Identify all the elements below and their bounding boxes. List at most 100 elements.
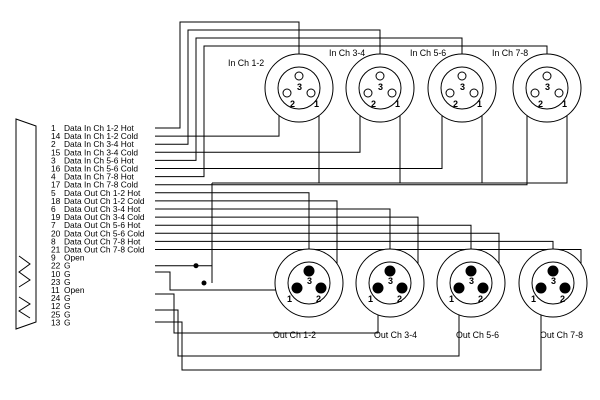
db25-pin-label: G [64,261,71,271]
db25-pin-label: Data Out Ch 5-6 Cold [64,228,145,238]
xlr-pin-number: 1 [531,294,536,304]
output-connector-label: Out Ch 3-4 [374,330,417,340]
db25-pin-number: 21 [51,245,61,255]
db25-pin-label: Data Out Ch 1-2 Hot [64,188,141,198]
output-connector-label: Out Ch 5-6 [456,330,499,340]
input-connector-label: In Ch 3-4 [329,48,365,58]
input-xlr-inner-ring [440,66,484,110]
output-xlr-pin1 [372,282,384,294]
input-xlr-pin3 [542,71,552,81]
output-xlr-pin2 [559,282,571,294]
input-xlr-pin1 [387,88,397,98]
db25-pin-number: 3 [51,155,56,165]
input-xlr-pin2 [363,88,373,98]
db25-pin-number: 19 [51,212,61,222]
output-connector-label: Out Ch 1-2 [273,330,316,340]
input-xlr-pin3 [375,71,385,81]
xlr-pin-number: 3 [469,276,474,286]
output-xlr-pin3 [547,265,559,277]
db25-pin-number: 16 [51,164,61,174]
xlr-pin-number: 1 [287,294,292,304]
xlr-pin-number: 3 [378,82,383,92]
xlr-pin-number: 2 [560,294,565,304]
db25-pin-number: 5 [51,188,56,198]
db25-pin-label: Data In Ch 5-6 Hot [64,155,134,165]
db25-pin-label: Open [64,285,85,295]
db25-pin-number: 10 [51,269,61,279]
xlr-pin-number: 2 [290,99,295,109]
output-hot-wire [155,192,310,271]
input-xlr-inner-ring [358,66,402,110]
db25-pin-number: 13 [51,317,61,327]
output-xlr-pin1 [291,282,303,294]
input-xlr-pin2 [530,88,540,98]
db25-pin-label: Data In Ch 1-2 Cold [64,131,138,141]
xlr-pin-number: 2 [453,99,458,109]
db25-pin-number: 2 [51,139,56,149]
db25-pin-label: Data Out Ch 1-2 Cold [64,196,145,206]
xlr-pin-number: 3 [545,82,550,92]
xlr-pin-number: 1 [314,99,319,109]
output-hot-wire [155,208,391,271]
db25-pin-label: G [64,309,71,319]
output-xlr-pin2 [315,282,327,294]
output-xlr-pin1 [453,282,465,294]
output-xlr-inner-ring [449,261,493,305]
input-hot-wire [155,37,463,161]
db25-pin-number: 4 [51,172,56,182]
xlr-pin-number: 2 [316,294,321,304]
input-hot-wire [155,21,300,129]
db25-pin-label: G [64,277,71,287]
xlr-pin-number: 2 [538,99,543,109]
xlr-pin-number: 2 [397,294,402,304]
xlr-pin-number: 2 [371,99,376,109]
input-cold-wire [155,92,368,153]
db25-pin-number: 23 [51,277,61,287]
xlr-pin-number: 3 [551,276,556,286]
input-xlr-inner-ring [525,66,569,110]
db25-pin-label: Data Out Ch 3-4 Cold [64,212,145,222]
input-connector-label: In Ch 7-8 [492,48,528,58]
db25-pin-number: 15 [51,147,61,157]
db25-pin-number: 14 [51,131,61,141]
db25-pin-label: Data Out Ch 7-8 Cold [64,245,145,255]
xlr-pin-number: 1 [477,99,482,109]
output-xlr-pin2 [477,282,489,294]
input-xlr-pin1 [306,88,316,98]
input-xlr-pin3 [457,71,467,81]
db25-pin-number: 7 [51,220,56,230]
db25-pin-label: Data In Ch 3-4 Hot [64,139,134,149]
output-connector-label: Out Ch 7-8 [540,330,583,340]
output-xlr-pin3 [303,265,315,277]
db25-pin-label: G [64,317,71,327]
xlr-pin-number: 1 [395,99,400,109]
output-xlr-pin2 [396,282,408,294]
xlr-pin-number: 3 [307,276,312,286]
db25-pin-number: 8 [51,236,56,246]
xlr-pin-number: 3 [388,276,393,286]
xlr-pin-number: 3 [460,82,465,92]
db25-pin-number: 12 [51,301,61,311]
input-connector-label: In Ch 5-6 [410,48,446,58]
output-ground-wire [155,288,542,371]
ground-jumper-upper [18,255,31,288]
db25-pin-number: 1 [51,123,56,133]
db25-pin-label: Data Out Ch 5-6 Hot [64,220,141,230]
db25-pin-label: Open [64,253,85,263]
db25-pin-label: G [64,269,71,279]
xlr-pin-number: 1 [368,294,373,304]
db25-pin-label: G [64,301,71,311]
input-hot-wire [155,29,381,145]
output-xlr-inner-ring [368,261,412,305]
junction-dot [193,263,199,269]
xlr-pin-number: 2 [478,294,483,304]
input-xlr-inner-ring [277,66,321,110]
xlr-pin-number: 1 [562,99,567,109]
input-xlr-pin1 [554,88,564,98]
db25-pin-label: Data In Ch 7-8 Cold [64,180,138,190]
db25-pin-label: Data In Ch 5-6 Cold [64,164,138,174]
db25-pin-number: 17 [51,180,61,190]
